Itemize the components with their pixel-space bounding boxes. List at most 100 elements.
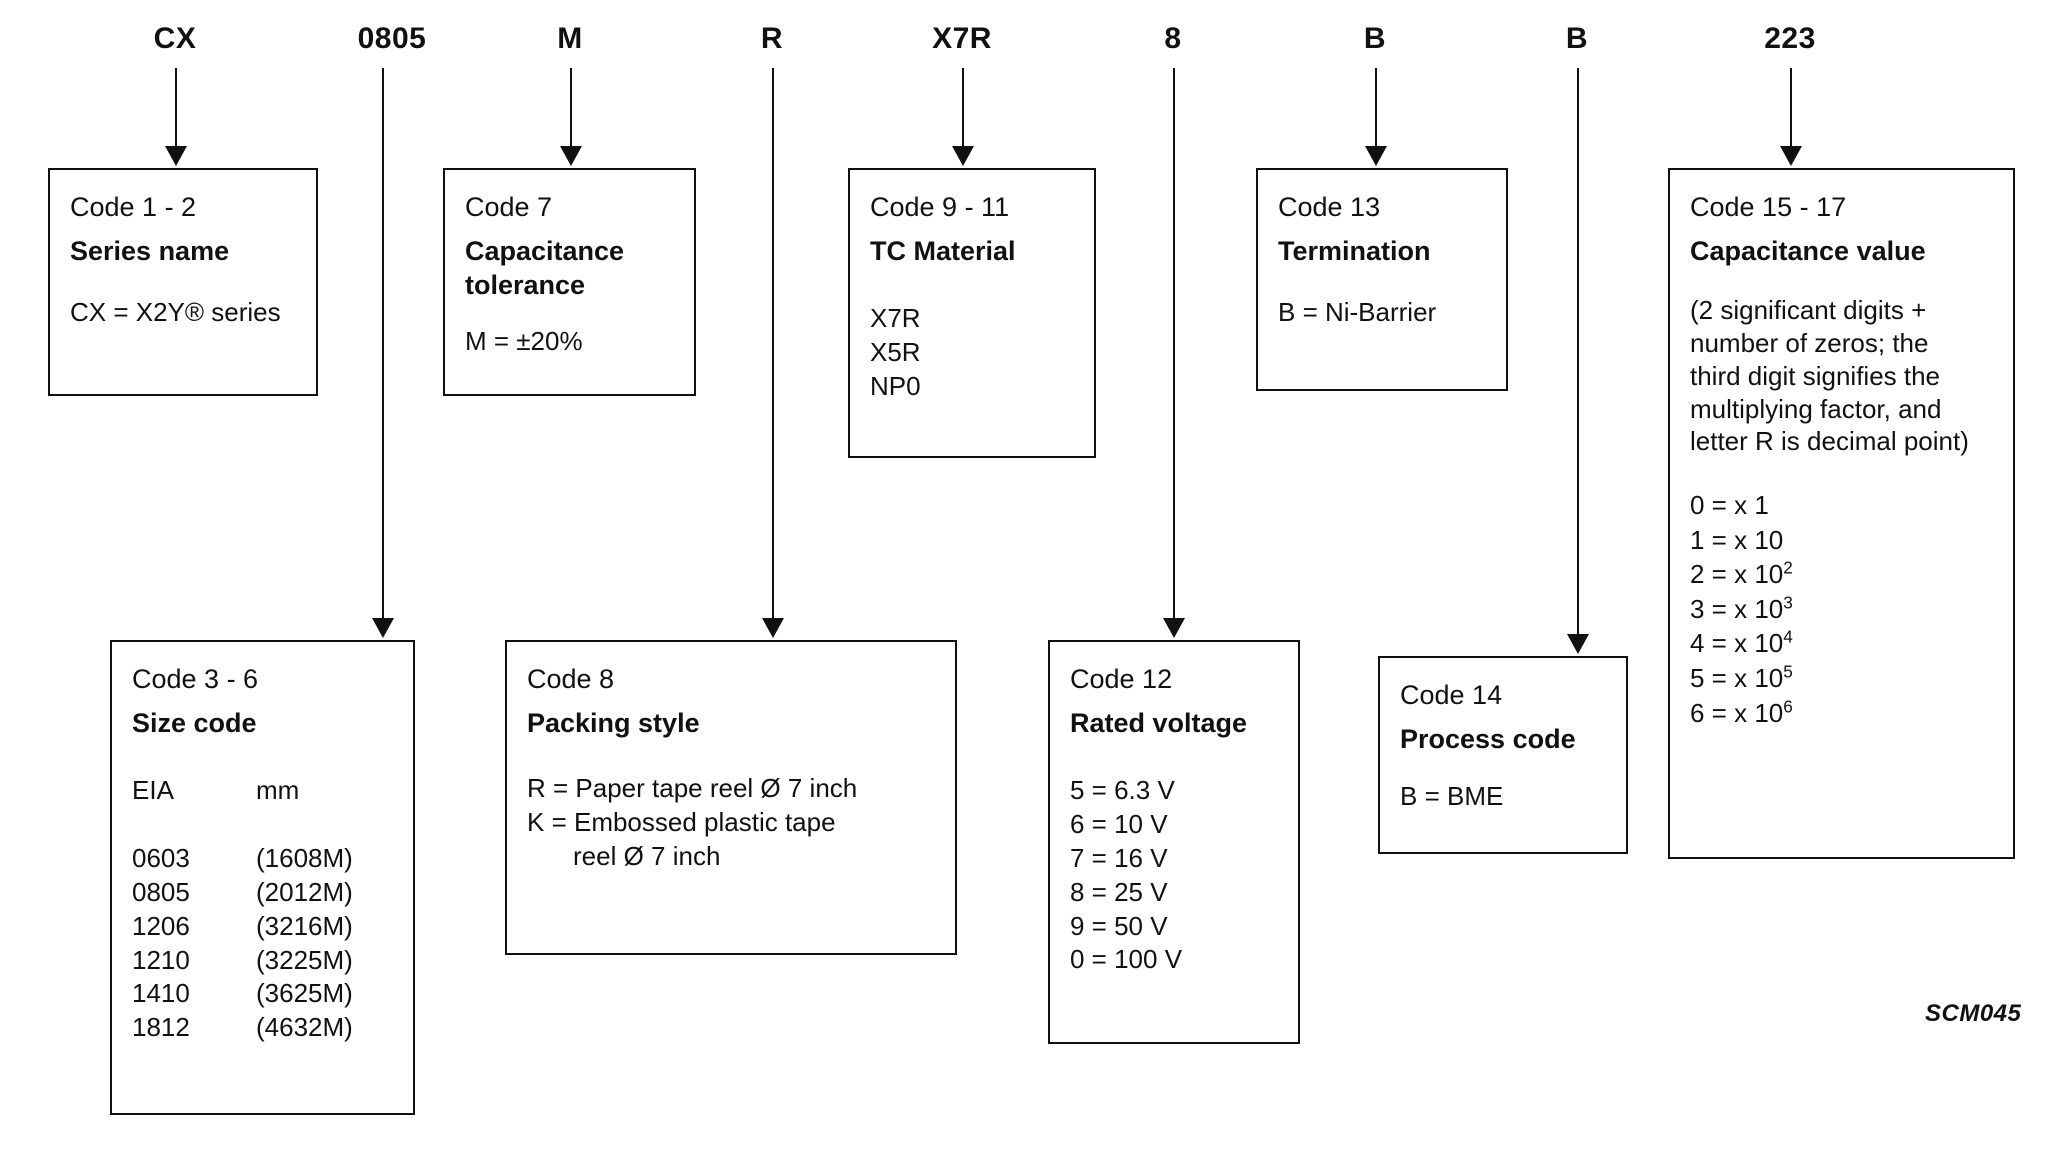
- size-code-mm: (1608M): [256, 843, 353, 874]
- box-tc-material: Code 9 - 11 TC Material X7R X5R NP0: [848, 168, 1096, 458]
- box-process-code: Code 14 Process code B = BME: [1378, 656, 1628, 854]
- rated-voltage-line: 6 = 10 V: [1070, 809, 1168, 840]
- tc-material-line: NP0: [870, 371, 921, 401]
- size-code-eia: 0805: [132, 877, 190, 907]
- termination-title: Termination: [1278, 235, 1431, 266]
- capacitance-tolerance-code: Code 7: [465, 192, 553, 222]
- packing-style-code: Code 8: [527, 664, 615, 694]
- size-code-header-eia: EIA: [132, 775, 174, 806]
- size-code-eia: 0603: [132, 843, 190, 874]
- packing-style-title: Packing style: [527, 707, 700, 738]
- arrowhead-process: [1567, 634, 1589, 654]
- series-name-code: Code 1 - 2: [70, 192, 197, 222]
- process-code-line: B = BME: [1400, 781, 1504, 812]
- arrowhead-tc-material: [952, 146, 974, 166]
- capacitance-value-note-line: multiplying factor, and: [1690, 393, 1942, 424]
- arrowhead-size: [372, 618, 394, 638]
- multiplier-exponent: 5: [1783, 661, 1793, 682]
- size-code-row: 0805 (2012M): [132, 876, 413, 910]
- rated-voltage-line: 0 = 100 V: [1070, 944, 1183, 975]
- rated-voltage-line: 5 = 6.3 V: [1070, 775, 1175, 806]
- series-name-title: Series name: [70, 235, 230, 266]
- process-code-title: Process code: [1400, 723, 1576, 754]
- size-code-eia: 1812: [132, 1012, 190, 1043]
- connector-voltage: [1173, 68, 1175, 630]
- code-label-tc-material: X7R: [932, 22, 992, 55]
- termination-line: B = Ni-Barrier: [1278, 297, 1437, 328]
- connector-termination: [1375, 68, 1377, 158]
- box-capacitance-tolerance: Code 7 Capacitance tolerance M = ±20%: [443, 168, 696, 396]
- capacitance-value-code: Code 15 - 17: [1690, 192, 1847, 222]
- packing-style-line: reel Ø 7 inch: [573, 841, 721, 871]
- size-code-eia: 1210: [132, 944, 190, 975]
- code-label-series: CX: [153, 22, 197, 55]
- packing-style-line: K = Embossed plastic tape: [527, 807, 836, 838]
- termination-code: Code 13: [1278, 192, 1381, 222]
- capacitance-multiplier-line: 3 = x 103: [1690, 592, 1793, 624]
- rated-voltage-code: Code 12: [1070, 664, 1173, 694]
- capacitance-value-title: Capacitance value: [1690, 235, 1926, 266]
- rated-voltage-line: 8 = 25 V: [1070, 876, 1168, 907]
- code-label-size: 0805: [357, 22, 427, 55]
- size-code-mm: (4632M): [256, 1012, 353, 1043]
- capacitance-value-note-line: (2 significant digits +: [1690, 295, 1927, 326]
- process-code-code: Code 14: [1400, 680, 1503, 710]
- packing-style-line: R = Paper tape reel Ø 7 inch: [527, 773, 858, 804]
- connector-tolerance: [570, 68, 572, 158]
- capacitance-multiplier-line: 6 = x 106: [1690, 695, 1793, 728]
- size-code-mm: (3216M): [256, 910, 353, 941]
- rated-voltage-line: 7 = 16 V: [1070, 843, 1168, 873]
- capacitance-value-note: (2 significant digits + number of zeros;…: [1690, 294, 2013, 458]
- box-capacitance-value: Code 15 - 17 Capacitance value (2 signif…: [1668, 168, 2015, 859]
- tc-material-code: Code 9 - 11: [870, 192, 1010, 222]
- arrowhead-series: [165, 146, 187, 166]
- code-label-tolerance: M: [557, 22, 583, 55]
- tc-material-title: TC Material: [870, 235, 1016, 266]
- arrowhead-termination: [1365, 146, 1387, 166]
- box-series-name: Code 1 - 2 Series name CX = X2Y® series: [48, 168, 318, 396]
- multiplier-exponent: 6: [1783, 695, 1793, 716]
- capacitance-multiplier-line: 1 = x 10: [1690, 524, 1784, 555]
- capacitance-value-note-line: number of zeros; the: [1690, 328, 1929, 359]
- connector-size: [382, 68, 384, 630]
- code-label-packing: R: [760, 22, 784, 55]
- capacitance-value-note-line: letter R is decimal point): [1690, 426, 1969, 457]
- arrowhead-packing: [762, 618, 784, 638]
- size-code-mm: (2012M): [256, 877, 353, 907]
- box-packing-style: Code 8 Packing style R = Paper tape reel…: [505, 640, 957, 955]
- size-code-code: Code 3 - 6: [132, 664, 259, 694]
- capacitance-multiplier-line: 2 = x 102: [1690, 557, 1793, 590]
- multiplier-exponent: 3: [1783, 592, 1793, 613]
- connector-packing: [772, 68, 774, 630]
- tc-material-line: X5R: [870, 337, 921, 368]
- capacitance-value-note-line: third digit signifies the: [1690, 360, 1941, 391]
- arrowhead-tolerance: [560, 146, 582, 166]
- size-code-eia: 1206: [132, 910, 190, 941]
- series-name-line: CX = X2Y® series: [70, 297, 281, 328]
- size-code-row: 1812 (4632M): [132, 1011, 413, 1045]
- box-termination: Code 13 Termination B = Ni-Barrier: [1256, 168, 1508, 391]
- rated-voltage-title: Rated voltage: [1070, 707, 1248, 738]
- connector-capacitance: [1790, 68, 1792, 158]
- capacitance-multiplier-line: 0 = x 1: [1690, 490, 1769, 521]
- size-code-row: 1410(3625M): [132, 977, 413, 1011]
- code-label-capacitance: 223: [1764, 22, 1816, 55]
- arrowhead-voltage: [1163, 618, 1185, 638]
- multiplier-exponent: 4: [1783, 626, 1793, 647]
- size-code-header-mm: mm: [256, 775, 300, 806]
- size-code-row: 0603 (1608M): [132, 842, 413, 876]
- size-code-table-header: EIA mm: [132, 774, 413, 808]
- capacitance-tolerance-line: M = ±20%: [465, 325, 583, 356]
- code-label-voltage: 8: [1164, 22, 1182, 55]
- arrowhead-capacitance: [1780, 146, 1802, 166]
- size-code-title: Size code: [132, 707, 257, 738]
- connector-process: [1577, 68, 1579, 646]
- capacitance-tolerance-title: Capacitance tolerance: [465, 235, 625, 301]
- code-label-termination: B: [1363, 22, 1387, 55]
- size-code-row: 1206 (3216M): [132, 910, 413, 944]
- capacitance-multiplier-line: 5 = x 105: [1690, 661, 1793, 694]
